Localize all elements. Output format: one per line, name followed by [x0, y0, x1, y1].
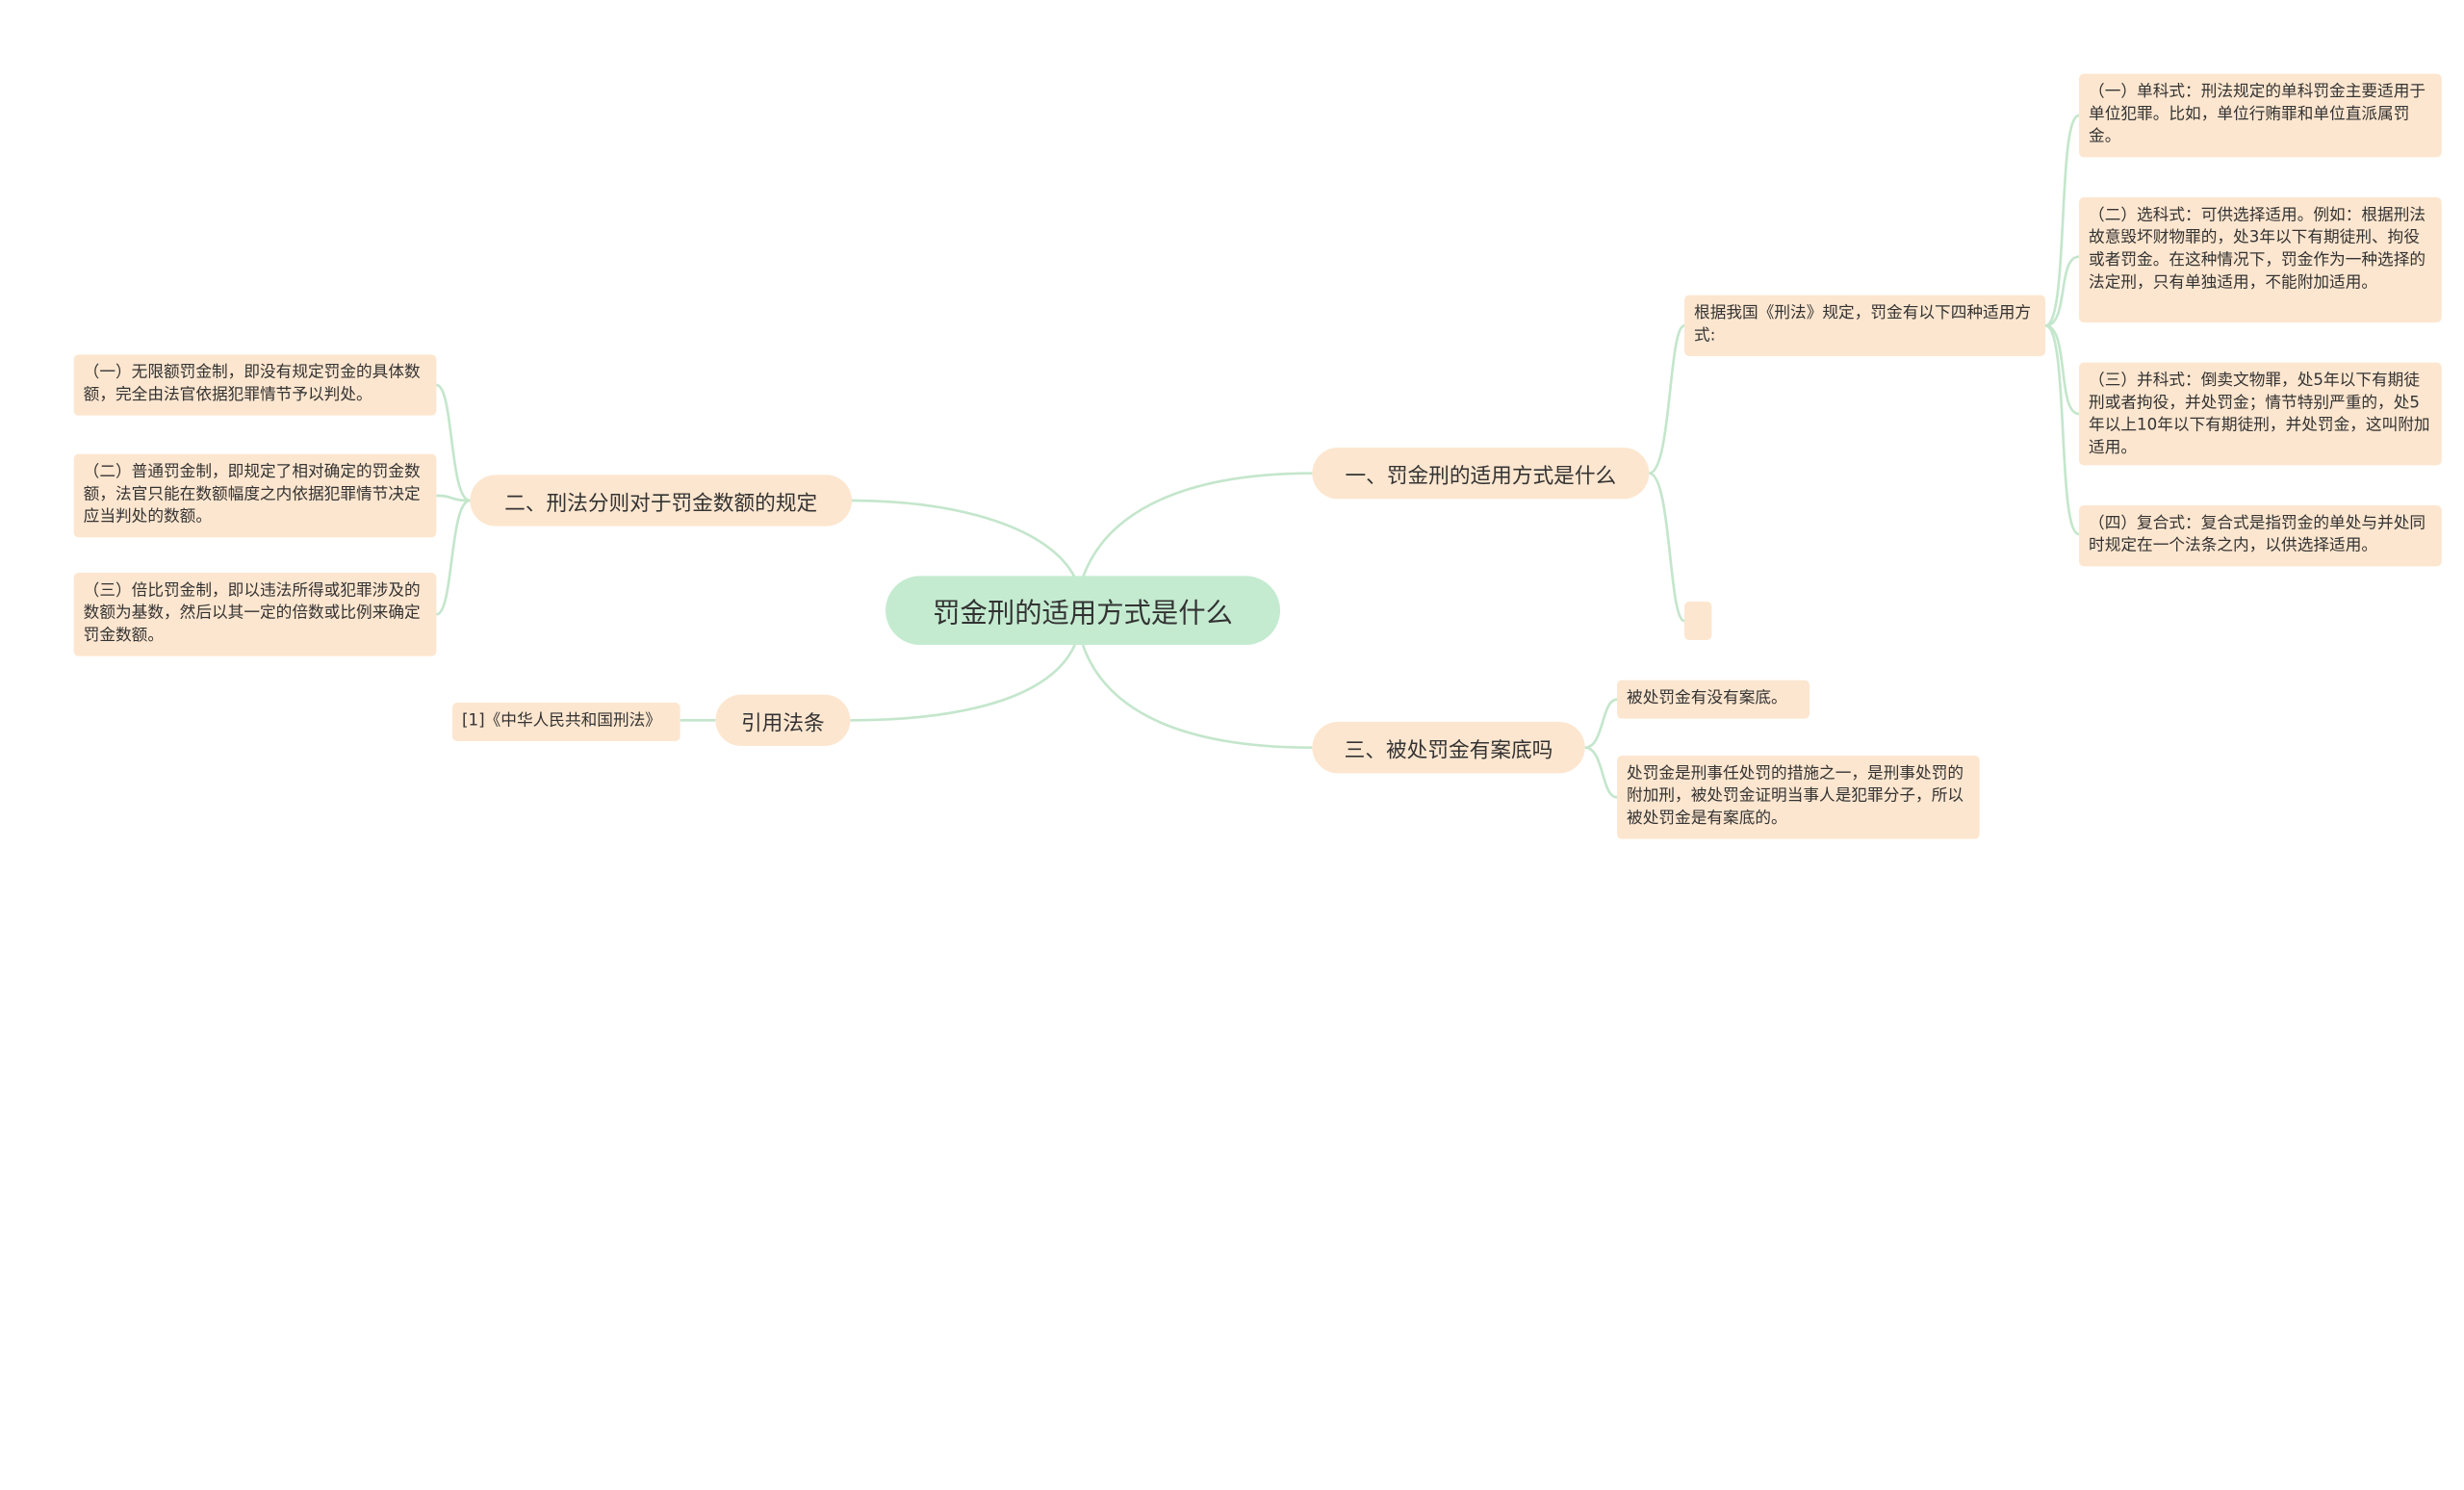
- connector-intro-item-1: [2044, 114, 2080, 327]
- branch-3-label: 三、被处罚金有案底吗: [1344, 738, 1553, 763]
- branch-1-item-2[interactable]: （二）选科式：可供选择适用。例如：根据刑法故意毁坏财物罪的，处3年以下有期徒刑、…: [2079, 197, 2442, 323]
- branch-2-item-3[interactable]: （三）倍比罚金制，即以违法所得或犯罪涉及的数额为基数，然后以其一定的倍数或比例来…: [73, 573, 437, 656]
- branch-1-label: 一、罚金刑的适用方式是什么: [1345, 464, 1617, 489]
- branch-3-topic[interactable]: 三、被处罚金有案底吗: [1312, 722, 1585, 774]
- connector-intro-item-4: [2044, 324, 2080, 536]
- connector-branch-2-item-2: [436, 494, 471, 502]
- branch-3-item-1[interactable]: 被处罚金有没有案底。: [1617, 680, 1810, 719]
- connector-branch-2-item-3: [435, 499, 471, 616]
- connector-branch-3-item-1: [1584, 698, 1618, 750]
- connector-root-branch-2: [850, 499, 1076, 578]
- connector-branch-2-item-1: [435, 383, 471, 502]
- branch-1-topic[interactable]: 一、罚金刑的适用方式是什么: [1312, 448, 1650, 500]
- branch-4-item-1-text: [1]《中华人民共和国刑法》: [462, 712, 661, 731]
- connector-root-branch-3: [1081, 644, 1313, 750]
- branch-3-item-2-text: 处罚金是刑事任处罚的措施之一，是刑事处罚的附加刑，被处罚金证明当事人是犯罪分子，…: [1627, 765, 1964, 829]
- branch-1-intro[interactable]: 根据我国《刑法》规定，罚金有以下四种适用方式:: [1684, 295, 2046, 357]
- connector-root-branch-4: [850, 644, 1076, 722]
- mind-map-connectors: [435, 114, 2080, 799]
- branch-1-item-1[interactable]: （一）单科式：刑法规定的单科罚金主要适用于单位犯罪。比如，单位行贿罪和单位直派属…: [2079, 73, 2442, 158]
- connector-root-branch-1: [1081, 472, 1313, 578]
- root-topic[interactable]: 罚金刑的适用方式是什么: [886, 576, 1281, 646]
- branch-1-empty-node[interactable]: [1684, 602, 1712, 641]
- branch-2-topic[interactable]: 二、刑法分则对于罚金数额的规定: [470, 475, 853, 527]
- branch-4-topic[interactable]: 引用法条: [715, 694, 851, 747]
- connector-branch-1-intro: [1648, 324, 1685, 475]
- branch-3-item-1-text: 被处罚金有没有案底。: [1627, 689, 1787, 708]
- connector-intro-item-2: [2044, 255, 2080, 327]
- branch-2-item-1-text: （一）无限额罚金制，即没有规定罚金的具体数额，完全由法官依据犯罪情节予以判处。: [83, 364, 421, 405]
- branch-2-item-2-text: （二）普通罚金制，即规定了相对确定的罚金数额，法官只能在数额幅度之内依据犯罪情节…: [83, 463, 421, 527]
- branch-1-item-2-text: （二）选科式：可供选择适用。例如：根据刑法故意毁坏财物罪的，处3年以下有期徒刑、…: [2089, 207, 2426, 293]
- branch-2-item-2[interactable]: （二）普通罚金制，即规定了相对确定的罚金数额，法官只能在数额幅度之内依据犯罪情节…: [73, 453, 437, 538]
- branch-2-item-3-text: （三）倍比罚金制，即以违法所得或犯罪涉及的数额为基数，然后以其一定的倍数或比例来…: [83, 582, 421, 646]
- branch-1-item-1-text: （一）单科式：刑法规定的单科罚金主要适用于单位犯罪。比如，单位行贿罪和单位直派属…: [2089, 83, 2426, 146]
- branch-1-item-3[interactable]: （三）并科式：倒卖文物罪，处5年以下有期徒刑或者拘役，并处罚金；情节特别严重的，…: [2079, 362, 2442, 466]
- branch-2-item-1[interactable]: （一）无限额罚金制，即没有规定罚金的具体数额，完全由法官依据犯罪情节予以判处。: [73, 354, 437, 416]
- connector-branch-3-item-2: [1584, 746, 1618, 799]
- branch-3-item-2[interactable]: 处罚金是刑事任处罚的措施之一，是刑事处罚的附加刑，被处罚金证明当事人是犯罪分子，…: [1617, 756, 1980, 839]
- branch-1-intro-text: 根据我国《刑法》规定，罚金有以下四种适用方式:: [1694, 304, 2032, 346]
- branch-4-label: 引用法条: [740, 711, 825, 736]
- connector-branch-1-empty: [1648, 472, 1685, 623]
- branch-1-item-4-text: （四）复合式：复合式是指罚金的单处与并处同时规定在一个法条之内，以供选择适用。: [2089, 515, 2426, 555]
- root-topic-label: 罚金刑的适用方式是什么: [933, 598, 1233, 631]
- branch-4-item-1[interactable]: [1]《中华人民共和国刑法》: [452, 703, 680, 742]
- connector-intro-item-3: [2044, 324, 2080, 416]
- branch-1-item-3-text: （三）并科式：倒卖文物罪，处5年以下有期徒刑或者拘役，并处罚金；情节特别严重的，…: [2089, 372, 2430, 458]
- branch-2-label: 二、刑法分则对于罚金数额的规定: [504, 491, 818, 516]
- branch-1-item-4[interactable]: （四）复合式：复合式是指罚金的单处与并处同时规定在一个法条之内，以供选择适用。: [2079, 505, 2442, 567]
